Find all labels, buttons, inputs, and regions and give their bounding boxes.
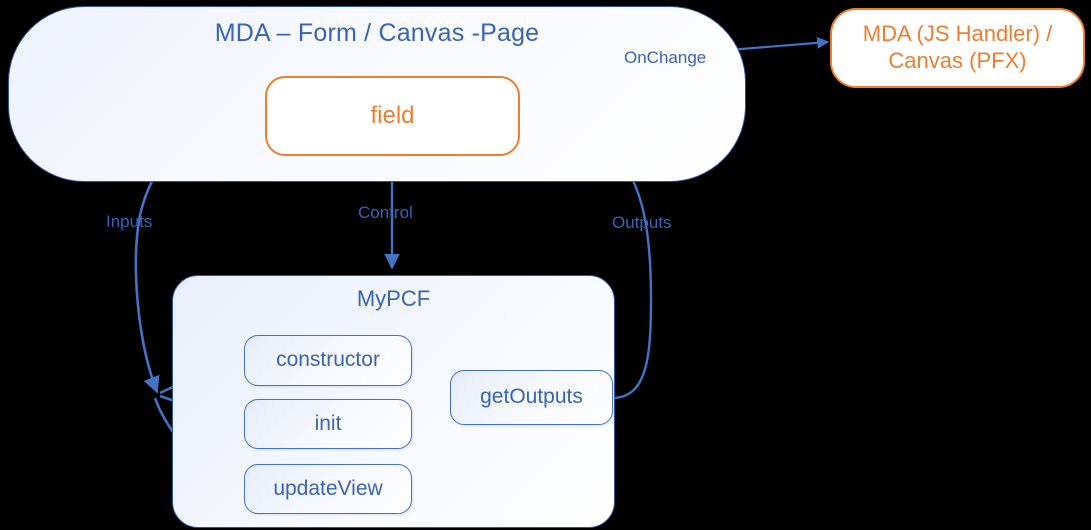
mypcf-title: MyPCF: [356, 286, 431, 311]
field-node[interactable]: field: [265, 76, 520, 156]
edge-label-outputs: Outputs: [612, 213, 672, 232]
method-label-updateview: updateView: [273, 476, 383, 500]
method-label-getoutputs: getOutputs: [480, 385, 583, 409]
method-node-updateview[interactable]: updateView: [244, 464, 412, 514]
field-node-label: field: [370, 102, 415, 130]
mda-page-title: MDA – Form / Canvas -Page: [214, 19, 540, 47]
edge-label-control: Control: [358, 203, 413, 222]
method-label-constructor: constructor: [276, 348, 380, 372]
edge-label-onchange: OnChange: [624, 48, 707, 67]
mda-js-handler-node[interactable]: MDA (JS Handler) / Canvas (PFX): [830, 8, 1085, 88]
method-label-init: init: [314, 411, 342, 435]
method-node-constructor[interactable]: constructor: [244, 335, 412, 386]
method-node-getoutputs[interactable]: getOutputs: [450, 370, 613, 425]
method-node-init[interactable]: init: [244, 399, 412, 449]
edge-label-inputs: Inputs: [106, 212, 153, 231]
mda-js-handler-line2: Canvas (PFX): [888, 48, 1027, 73]
mda-js-handler-line1: MDA (JS Handler) /: [862, 21, 1053, 47]
